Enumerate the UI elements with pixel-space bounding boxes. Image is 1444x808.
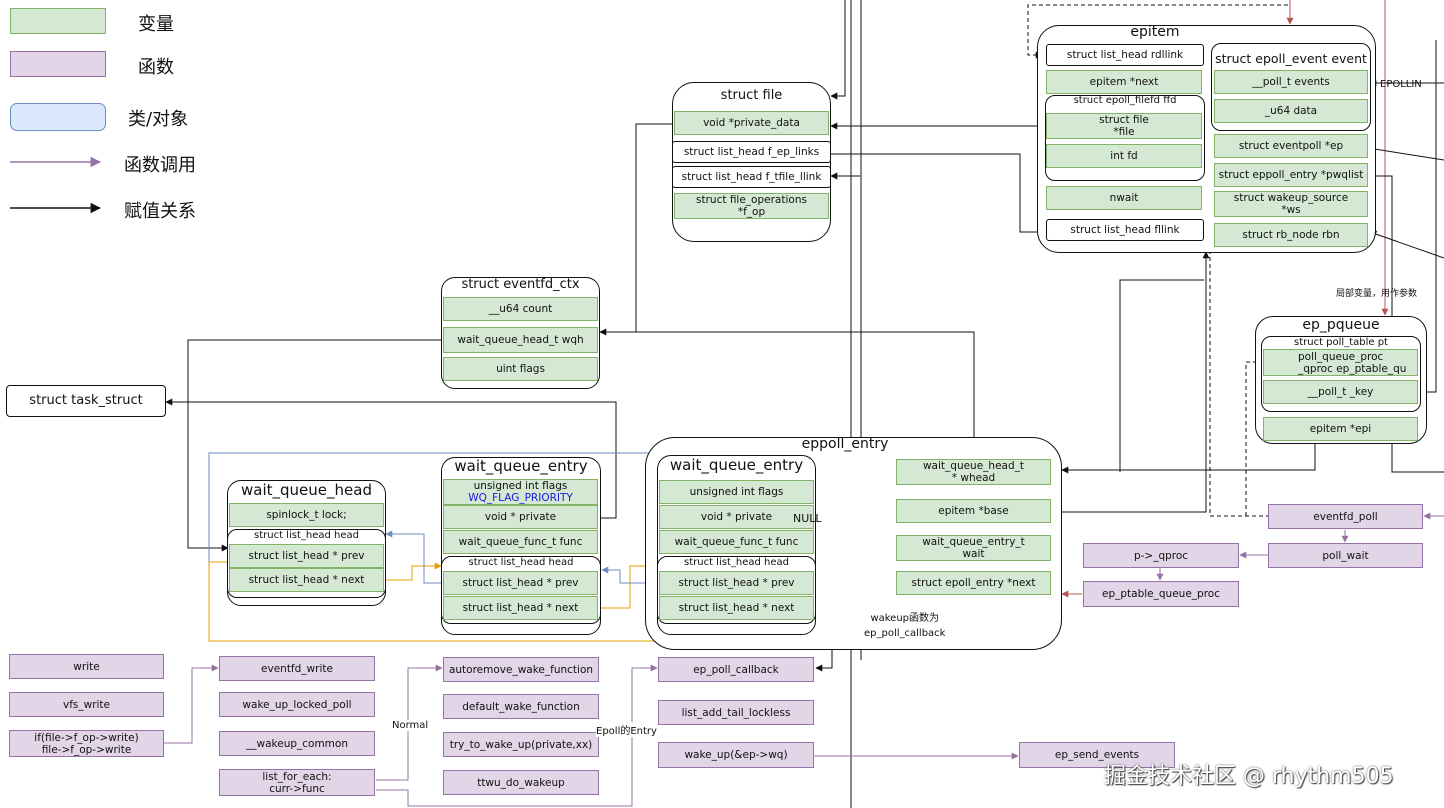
legend-fn-swatch [10,51,106,77]
field-lock: spinlock_t lock; [229,503,384,527]
field-f-ep-links: struct list_head f_ep_links [672,141,831,163]
legend-call-label: 函数调用 [124,155,196,176]
ffd-container [1045,95,1205,181]
wqe-list-head-title: struct list_head head [468,557,574,568]
fn-p-qproc: p->_qproc [1083,543,1239,568]
task-struct-box: struct task_struct [6,385,166,417]
field-epi: epitem *epi [1263,417,1418,441]
fn-vfs-write: vfs_write [9,692,164,717]
field-ws: struct wakeup_source *ws [1214,191,1368,217]
poll-table-container [1261,336,1421,412]
epe-list-head-container [657,556,816,624]
wqh-list-head-title: struct list_head head [254,530,359,541]
event-title: struct epoll_event event [1215,51,1367,66]
fn-if-write: if(file->f_op->write) file->f_op->write [9,730,164,757]
field-private-data: void *private_data [674,111,829,135]
epollin-label: EPOLLIN [1380,79,1422,90]
field-wqh: wait_queue_head_t wqh [443,327,598,353]
legend-class-label: 类/对象 [128,109,189,130]
field-whead: wait_queue_head_t * whead [896,459,1051,485]
field-wqh-prev: struct list_head * prev [229,544,384,568]
field-wqe-flags: unsigned int flags WQ_FLAG_PRIORITY [443,479,598,505]
fn-ep-ptable-queue-proc: ep_ptable_queue_proc [1083,581,1239,607]
epe-list-head-title: struct list_head head [684,557,789,568]
field-flags: uint flags [443,357,598,381]
field-rdllink: struct list_head rdllink [1046,44,1204,66]
field-epe-flags: unsigned int flags [659,480,814,504]
watermark: 掘金技术社区 @ rhythm505 [1104,764,1394,789]
fn-wakeup-common: __wakeup_common [219,731,375,756]
event-container [1211,43,1371,131]
field-data: _u64 data [1214,99,1368,123]
field-epe-func: wait_queue_func_t func [659,530,814,554]
epitem-title: epitem [1130,24,1180,40]
fn-poll-wait: poll_wait [1268,543,1423,568]
wait-queue-entry-title: wait_queue_entry [454,457,588,475]
legend-var-label: 变量 [138,14,174,35]
legend-fn-label: 函数 [138,57,174,78]
field-fllink: struct list_head fllink [1046,219,1204,241]
ffd-title: struct epoll_filefd ffd [1073,95,1177,106]
eventfd-ctx-title: struct eventfd_ctx [461,277,580,292]
field-wqe-private: void * private [443,505,598,529]
fn-list-for-each: list_for_each: curr->func [219,769,375,796]
field-count: __u64 count [443,297,598,321]
fn-list-add-tail: list_add_tail_lockless [658,700,814,725]
field-wqe-prev: struct list_head * prev [443,571,598,595]
field-wait: wait_queue_entry_t wait [896,535,1051,561]
struct-file-title: struct file [720,88,783,103]
eppoll-wqe-title: wait_queue_entry [669,456,804,474]
fn-write: write [9,654,164,679]
field-rbn: struct rb_node rbn [1214,223,1368,247]
fn-ep-send-events: ep_send_events [1019,742,1175,768]
fn-autoremove-wake: autoremove_wake_function [443,657,599,682]
local-var-label: 局部变量，用作参数 [1336,289,1418,299]
wqe-list-head-container [441,556,601,624]
epoll-entry-label: Epoll的Entry [596,722,657,737]
fn-try-to-wake-up: try_to_wake_up(private,xx) [443,732,599,757]
field-key: __poll_t _key [1263,380,1418,404]
field-nwait: nwait [1046,186,1202,210]
wakeup-note: wakeup函数为 ep_poll_callback [864,613,946,639]
field-epe-private: void * private [659,505,814,529]
field-ffd-file: struct file *file [1046,113,1202,139]
wqh-list-head-container [227,529,386,598]
eppoll-wqe-container [657,455,816,635]
fn-eventfd-write: eventfd_write [219,656,375,681]
field-ep: struct eventpoll *ep [1214,134,1368,158]
legend-class-swatch [10,103,106,131]
wait-queue-head-title: wait_queue_head [241,481,372,499]
field-pwqlist: struct eppoll_entry *pwqlist [1214,163,1368,187]
fn-default-wake: default_wake_function [443,694,599,719]
field-ffd-fd: int fd [1046,144,1202,168]
field-events: __poll_t events [1214,70,1368,94]
field-epe-prev: struct list_head * prev [659,571,814,595]
normal-label: Normal [392,720,429,731]
poll-table-title: struct poll_table pt [1294,337,1388,348]
fn-wake-up-ep: wake_up(&ep->wq) [658,742,814,768]
field-f-tfile-llink: struct list_head f_tfile_llink [672,166,831,188]
legend-var-swatch [10,8,106,34]
fn-eventfd-poll: eventfd_poll [1268,504,1423,529]
wq-flag-priority-note: WQ_FLAG_PRIORITY [468,492,573,504]
fn-ttwu-do-wakeup: ttwu_do_wakeup [443,770,599,795]
field-wqe-next: struct list_head * next [443,596,598,620]
eppoll-entry-title: eppoll_entry [801,436,889,452]
field-wqh-next: struct list_head * next [229,568,384,592]
field-base: epitem *base [896,499,1051,523]
field-wqe-flags-label: unsigned int flags [473,480,568,492]
legend-assign-label: 赋值关系 [124,201,196,222]
null-note: NULL [793,512,822,525]
field-epe-next: struct list_head * next [659,596,814,620]
field-f-op: struct file_operations *f_op [674,193,829,219]
fn-wake-up-locked-poll: wake_up_locked_poll [219,692,375,717]
field-wqe-func: wait_queue_func_t func [443,530,598,554]
ep-pqueue-title: ep_pqueue [1302,317,1380,333]
field-qproc: poll_queue_proc _qproc ep_ptable_qu [1263,349,1418,376]
field-enext: struct epoll_entry *next [896,571,1051,595]
fn-ep-poll-callback: ep_poll_callback [658,657,814,682]
field-epitem-next: epitem *next [1046,70,1202,94]
